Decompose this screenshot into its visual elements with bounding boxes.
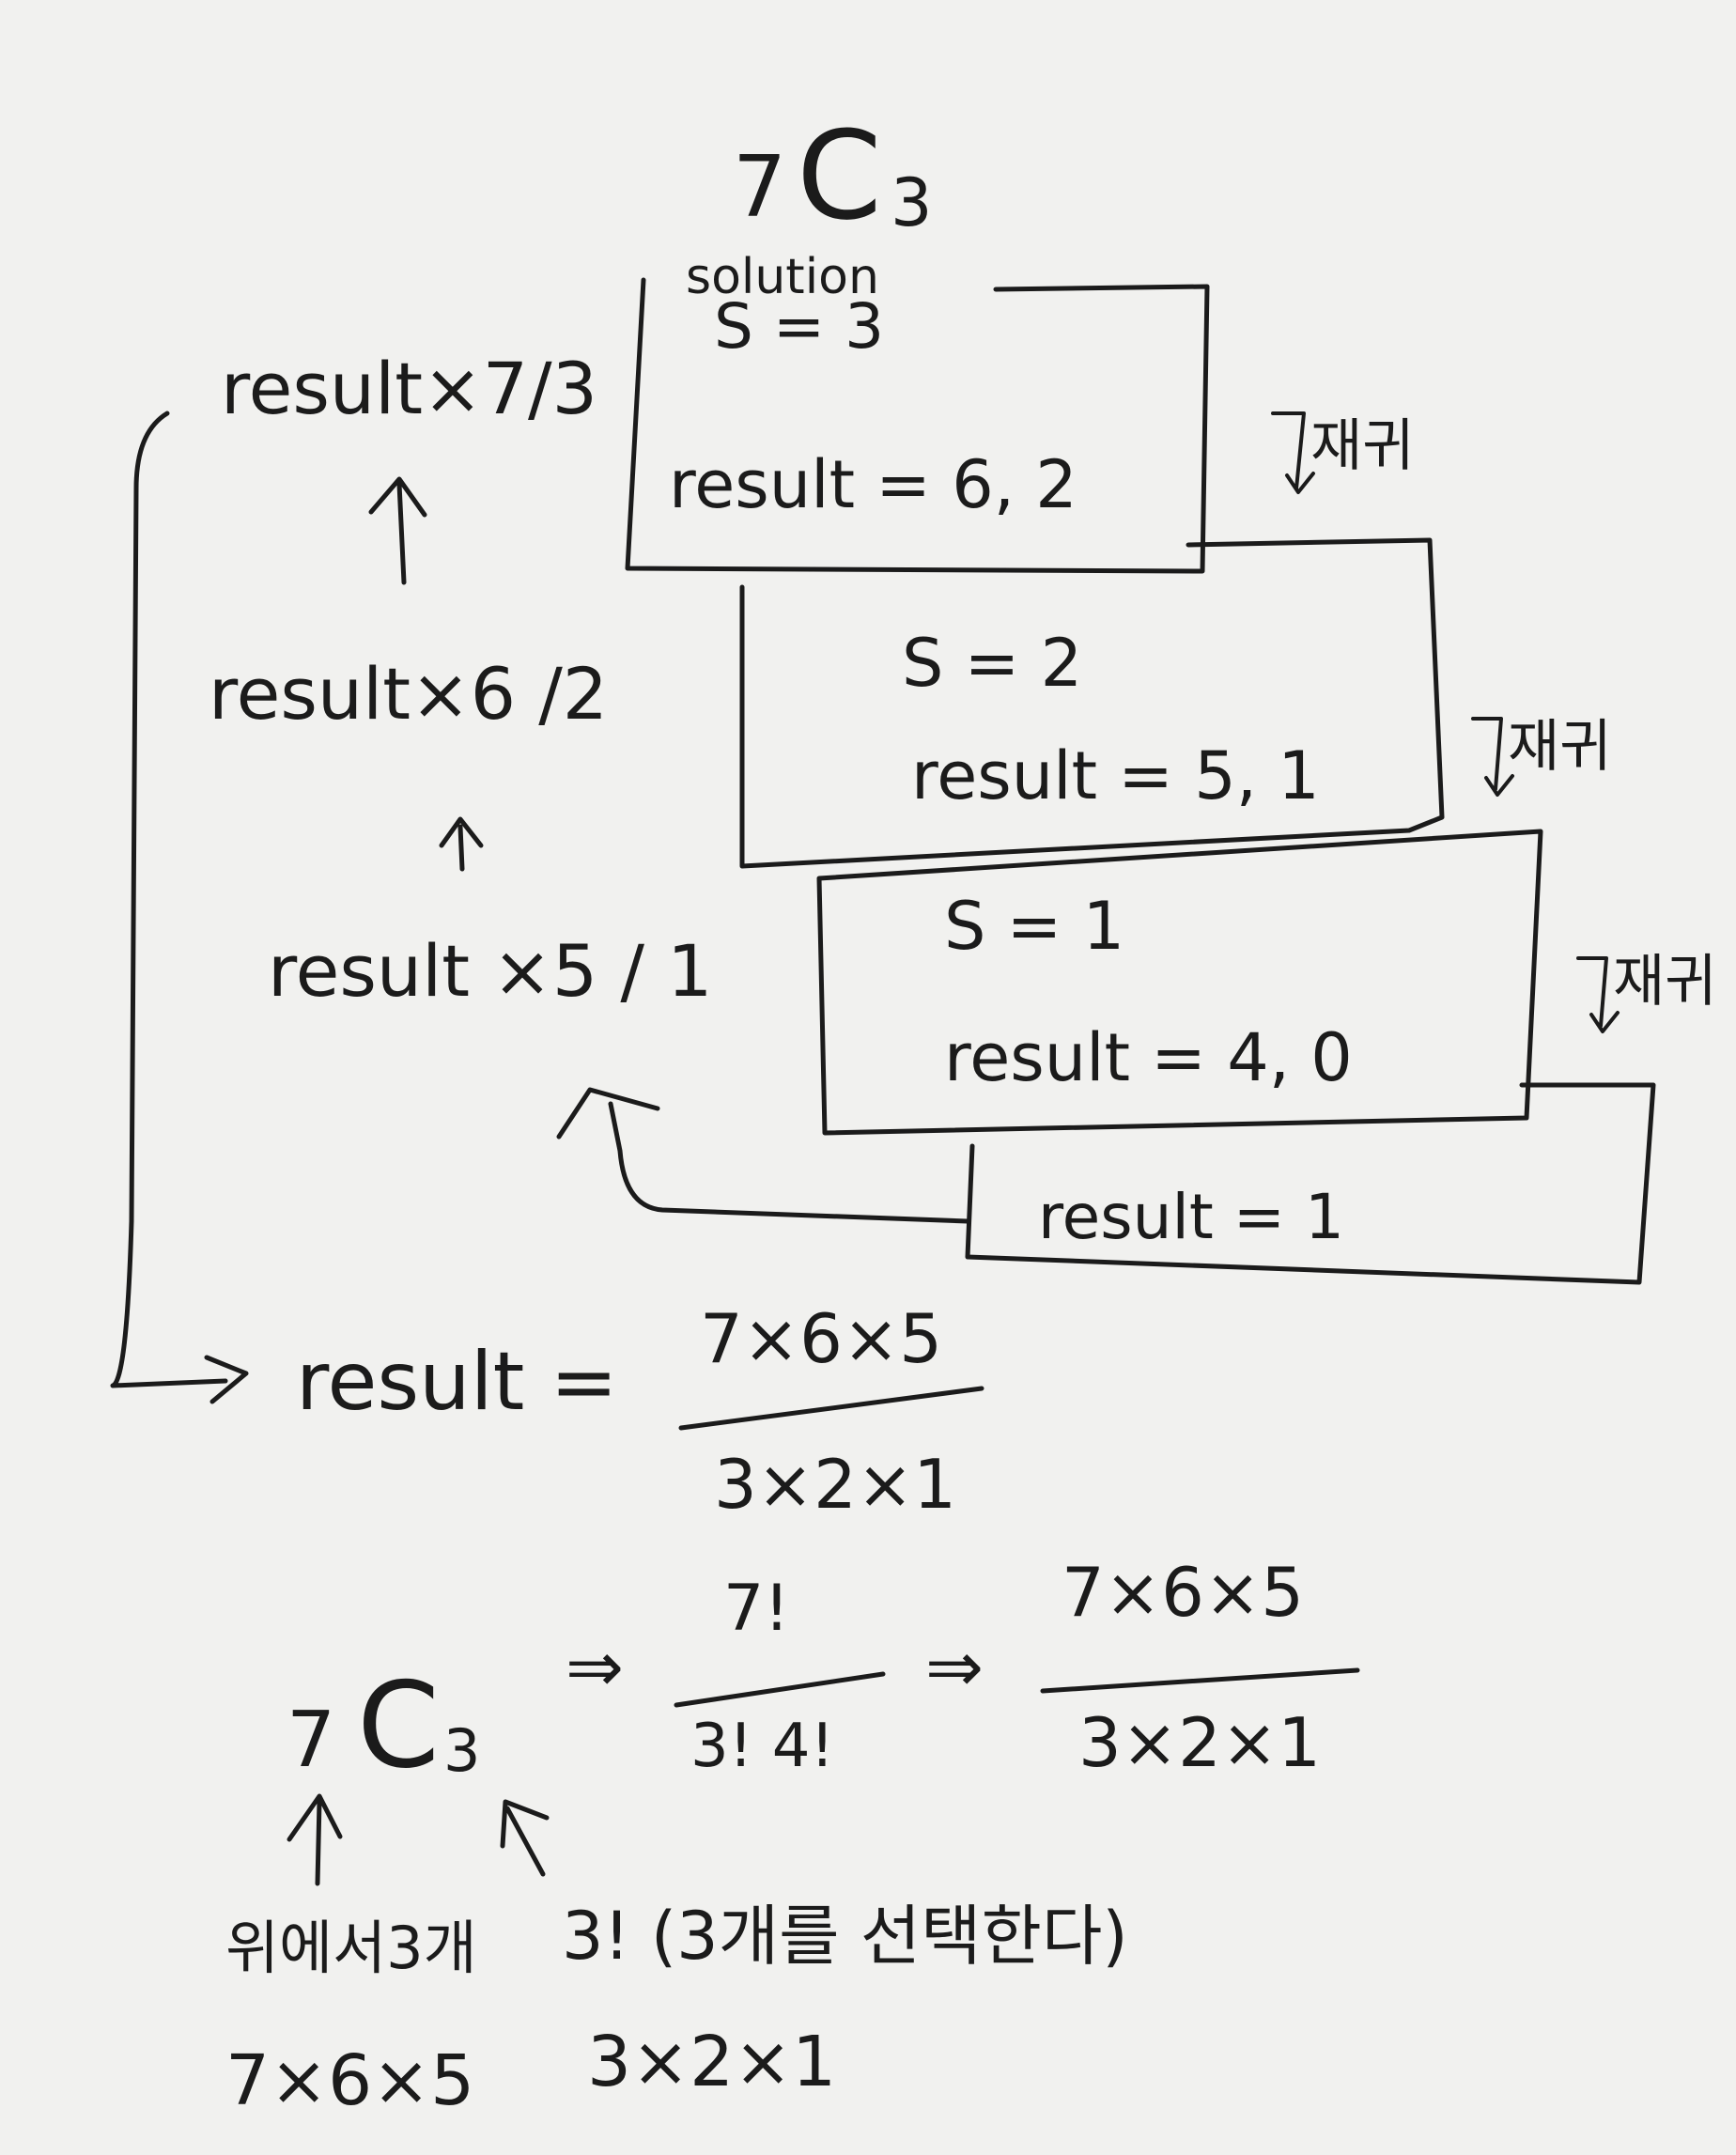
recursion-labels: 재귀 재귀 재귀 (1271, 411, 1716, 1033)
left-steps: result×7/3 result×6 /2 result ×5 / 1 (209, 347, 712, 1013)
recursion-arrow-icon (1471, 717, 1514, 797)
recursion-frame-1: solution S = 3 result = 6, 2 (625, 249, 1210, 574)
step-1: result×7/3 (221, 347, 597, 430)
formula-k: 3 (443, 1716, 480, 1785)
recursion-frame-2: S = 2 result = 5, 1 (739, 537, 1445, 869)
title-combination: 7 C 3 (733, 104, 933, 247)
frame-3-s: S = 1 (944, 888, 1124, 965)
recursion-frame-4: result = 1 (965, 1082, 1656, 1285)
final-result: result = 7×6×5 3×2×1 (296, 1299, 984, 1524)
bracket-arrow-icon (110, 411, 249, 1404)
recursion-label-2: 재귀 (1508, 714, 1611, 780)
notes: 위에서3개 3! (3개를 선택한다) 7×6×5 3×2×1 (225, 1898, 1128, 2121)
frame-1-result: result = 6, 2 (669, 446, 1077, 523)
frame-1-s: S = 3 (714, 290, 884, 363)
recursion-label-3: 재귀 (1613, 949, 1716, 1015)
note-right-value: 3×2×1 (587, 2022, 836, 2102)
title-k: 3 (891, 164, 933, 241)
formula-den-1: 3! 4! (690, 1712, 834, 1781)
formula-den-2: 3×2×1 (1078, 1703, 1321, 1782)
title-n: 7 (733, 138, 786, 237)
formula-arrow-2: ⇒ (925, 1627, 984, 1708)
frame-2-box (739, 537, 1445, 869)
final-lhs: result = (296, 1335, 618, 1429)
formula: 7 C 3 ⇒ 7! 3! 4! ⇒ 7×6×5 3×2×1 (287, 1553, 1360, 1794)
frame-1-box (625, 277, 1210, 574)
recursion-label-1: 재귀 (1310, 413, 1414, 479)
frame-1-label: solution (686, 249, 879, 305)
up-arrow-icon (368, 476, 427, 585)
step-2: result×6 /2 (209, 652, 608, 736)
formula-c: C (357, 1656, 440, 1794)
frame-3-box (816, 829, 1543, 1136)
formula-n: 7 (287, 1696, 335, 1785)
frame-4-result: result = 1 (1038, 1181, 1344, 1253)
frame-2-result: result = 5, 1 (911, 737, 1320, 814)
title-c: C (797, 104, 882, 247)
formula-num-1: 7! (723, 1572, 790, 1646)
note-left-value: 7×6×5 (225, 2040, 474, 2121)
formula-fraction-bar-1 (674, 1671, 886, 1708)
formula-arrow-1: ⇒ (566, 1627, 624, 1708)
return-arrow-icon (556, 1087, 970, 1224)
formula-num-2: 7×6×5 (1062, 1553, 1304, 1632)
final-numerator: 7×6×5 (700, 1299, 942, 1378)
recursion-arrow-icon (1576, 956, 1620, 1033)
formula-fraction-bar-2 (1040, 1667, 1360, 1694)
note-right-label: 3! (3개를 선택한다) (562, 1898, 1128, 1975)
step-3: result ×5 / 1 (268, 929, 712, 1013)
up-arrow-icon (500, 1799, 550, 1877)
frame-2-s: S = 2 (902, 625, 1082, 702)
final-denominator: 3×2×1 (714, 1445, 956, 1524)
final-fraction-bar (678, 1386, 984, 1431)
note-left-label: 위에서3개 (225, 1914, 477, 1982)
recursion-arrow-icon (1271, 411, 1315, 494)
up-arrow-icon (287, 1793, 343, 1886)
recursion-frame-3: S = 1 result = 4, 0 (816, 829, 1543, 1136)
up-arrow-icon (439, 816, 484, 872)
frame-3-result: result = 4, 0 (944, 1019, 1353, 1096)
